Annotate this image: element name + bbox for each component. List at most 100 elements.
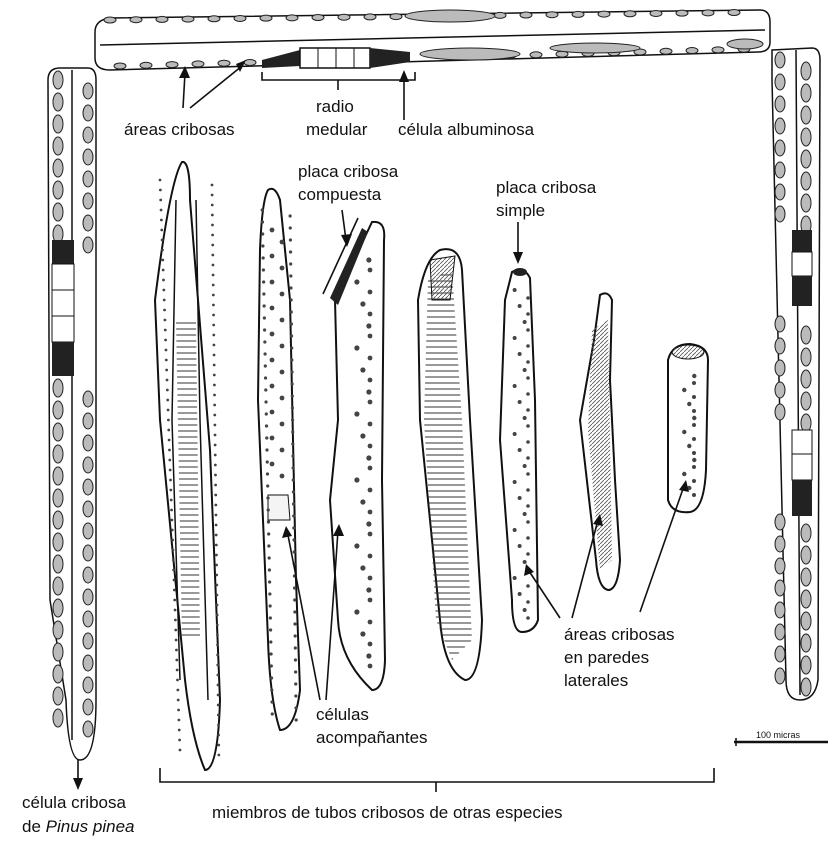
sieve-pore [216, 604, 219, 607]
sieve-pore [269, 628, 272, 631]
sieve-area-bead [801, 370, 811, 388]
sieve-pore [368, 378, 373, 383]
sieve-pore [163, 299, 166, 302]
sieve-pore [171, 539, 174, 542]
sieve-pore [211, 214, 214, 217]
sieve-area-bead [104, 17, 116, 23]
sieve-pore [216, 624, 219, 627]
sieve-pore [166, 389, 169, 392]
sieve-pore [160, 219, 163, 222]
sieve-area-bead [775, 338, 785, 354]
sieve-pore [263, 328, 266, 331]
sieve-pore [163, 309, 166, 312]
pinus-left-vertical-cell [48, 68, 96, 760]
sieve-pore [692, 479, 696, 483]
sieve-pore [523, 464, 527, 468]
sieve-pore [215, 554, 218, 557]
sieve-pore [687, 402, 691, 406]
sieve-pore [526, 472, 530, 476]
sieve-pore [368, 576, 373, 581]
sieve-pore [216, 644, 219, 647]
sieve-pore [214, 444, 217, 447]
sieve-area-bead [801, 414, 811, 432]
sieve-area-bead [775, 74, 785, 90]
sieve-tube-member-1 [155, 162, 220, 770]
sieve-pore [270, 254, 275, 259]
sieve-pore [280, 370, 285, 375]
sieve-pore [215, 534, 218, 537]
sieve-pore [268, 592, 271, 595]
sieve-pore [212, 284, 215, 287]
sieve-pore [270, 358, 275, 363]
sieve-pore [360, 301, 365, 306]
sieve-area-bead [801, 150, 811, 168]
sieve-area-bead [83, 479, 93, 495]
sieve-pore [170, 509, 173, 512]
sieve-pore [289, 286, 292, 289]
sieve-pore [293, 550, 296, 553]
sieve-pore [526, 344, 530, 348]
label-areas-laterales-1: áreas cribosas [564, 625, 675, 644]
sieve-pore [211, 224, 214, 227]
sieve-pore [168, 449, 171, 452]
sieve-pore [165, 359, 168, 362]
label-celulas: células [316, 705, 369, 724]
sieve-area-bead [801, 590, 811, 608]
sieve-pore [280, 396, 285, 401]
sieve-pore [513, 432, 517, 436]
sieve-pore [217, 714, 220, 717]
sieve-pore [368, 510, 373, 515]
sieve-pore [213, 424, 216, 427]
sieve-area-bead [775, 404, 785, 420]
sieve-pore [176, 689, 179, 692]
sieve-pore [368, 444, 373, 449]
sieve-pore [159, 199, 162, 202]
sieve-pore [176, 679, 179, 682]
sieve-area-bead [53, 137, 63, 155]
sieve-pore [292, 490, 295, 493]
sieve-pore [263, 340, 266, 343]
sieve-area-bead [83, 171, 93, 187]
sieve-area-bead [83, 655, 93, 671]
sieve-pore [291, 406, 294, 409]
sieve-area-bead [83, 413, 93, 429]
sieve-pore [280, 292, 285, 297]
sieve-pore [216, 594, 219, 597]
label-radio: radio [316, 97, 354, 116]
sieve-pore [217, 734, 220, 737]
sieve-area-bead [801, 656, 811, 674]
sieve-area-bead [775, 360, 785, 376]
sieve-pore [354, 543, 359, 548]
label-acompanantes: acompañantes [316, 728, 428, 747]
sieve-pore [169, 489, 172, 492]
sieve-pore [175, 659, 178, 662]
sieve-pore [513, 288, 517, 292]
sieve-pore [164, 339, 167, 342]
sieve-pore [291, 418, 294, 421]
sieve-pore [526, 312, 530, 316]
sieve-pore [518, 496, 522, 500]
sieve-area-bead [53, 643, 63, 661]
sieve-pore [162, 289, 165, 292]
sieve-area-bead [53, 159, 63, 177]
sieve-area-bead [728, 10, 740, 16]
label-celula-cribosa: célula cribosa [22, 793, 126, 812]
sieve-pore [692, 465, 696, 469]
sieve-pore [366, 455, 371, 460]
sieve-pore [174, 609, 177, 612]
sieve-pore [211, 234, 214, 237]
label-celula-albuminosa: célula albuminosa [398, 120, 535, 139]
sieve-area-bead [775, 52, 785, 68]
sieve-pore [212, 334, 215, 337]
sieve-pore [269, 604, 272, 607]
sieve-pore [265, 448, 268, 451]
sieve-pore [160, 229, 163, 232]
sieve-area-bead [156, 16, 168, 22]
sieve-pore [214, 454, 217, 457]
sieve-pore [368, 598, 373, 603]
sieve-pore [173, 579, 176, 582]
sieve-pore [294, 670, 297, 673]
sieve-pore [173, 599, 176, 602]
sieve-pore [270, 410, 275, 415]
